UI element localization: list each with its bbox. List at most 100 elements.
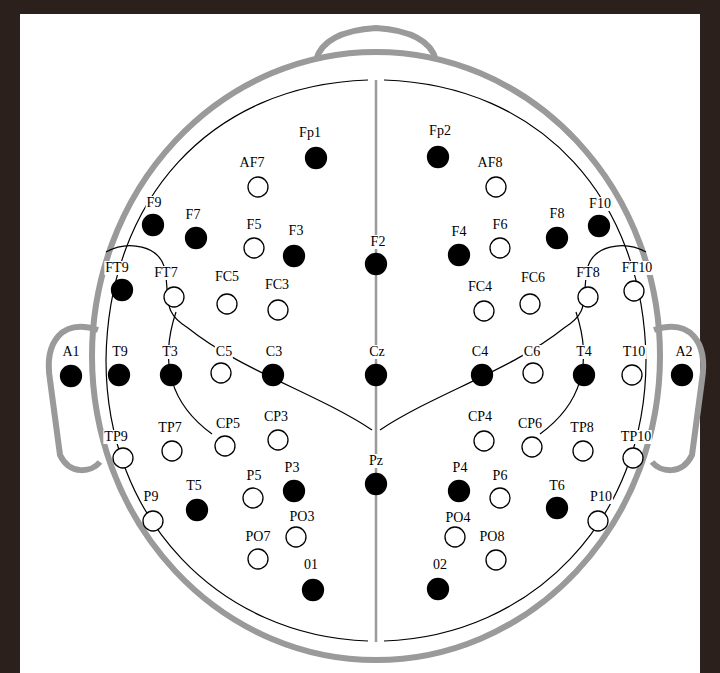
nose-outline: [316, 28, 436, 60]
electrode-label: FC4: [467, 280, 493, 294]
electrode-dot: [268, 300, 288, 320]
electrode-label: CP6: [517, 417, 543, 431]
electrode-dot: [366, 474, 387, 495]
electrode-label: F4: [451, 225, 468, 239]
electrode-dot: [268, 430, 288, 450]
electrode-label: CP5: [215, 417, 241, 431]
electrode-label: CP3: [263, 410, 289, 424]
electrode-label: Fp2: [428, 124, 452, 138]
electrode-label: TP8: [569, 421, 594, 435]
electrode-label: C5: [215, 345, 233, 359]
background-panel: [20, 14, 700, 673]
electrode-label: Pz: [368, 454, 384, 468]
electrode-label: T4: [575, 345, 593, 359]
electrode-dot: [243, 488, 263, 508]
ear-outline: [652, 327, 703, 470]
electrode-dot: [486, 550, 506, 570]
electrode-dot: [474, 301, 494, 321]
hemisphere: [380, 80, 646, 641]
electrode-dot: [161, 365, 182, 386]
electrode-dot: [490, 238, 510, 258]
electrode-label: P10: [589, 490, 613, 504]
electrode-dot: [490, 488, 510, 508]
electrode-label: F5: [246, 218, 263, 232]
electrode-dot: [211, 363, 231, 383]
electrode-dot: [449, 481, 470, 502]
electrode-label: A2: [674, 345, 693, 359]
electrode-label: AF7: [239, 156, 266, 170]
electrode-label: C3: [265, 345, 283, 359]
electrode-dot: [162, 441, 182, 461]
head-outline: [92, 52, 660, 660]
hemisphere: [106, 80, 372, 641]
electrode-label: P3: [284, 461, 301, 475]
electrode-dot: [428, 579, 449, 600]
electrode-label: PO8: [479, 530, 506, 544]
sulcus-line: [380, 246, 646, 430]
electrode-label: FT10: [621, 261, 653, 275]
electrode-dot: [574, 365, 595, 386]
electrode-dot: [366, 254, 387, 275]
electrode-label: AF8: [477, 156, 504, 170]
electrode-label: Fp1: [298, 126, 322, 140]
electrode-label: TP9: [103, 430, 128, 444]
electrode-dot: [623, 448, 643, 468]
electrode-label: F3: [288, 224, 305, 238]
electrode-dot: [474, 431, 494, 451]
electrode-dot: [143, 511, 163, 531]
electrode-dot: [588, 511, 608, 531]
electrode-label: A1: [61, 345, 80, 359]
ear-outline: [49, 327, 100, 470]
electrode-dot: [303, 580, 324, 601]
electrode-dot: [284, 481, 305, 502]
electrode-dot: [217, 294, 237, 314]
electrode-label: F2: [370, 235, 387, 249]
electrode-label: T5: [185, 479, 203, 493]
midline: [375, 80, 378, 642]
electrode-dot: [164, 287, 184, 307]
electrode-dot: [215, 436, 235, 456]
electrode-dot: [547, 228, 568, 249]
electrode-label: F7: [185, 208, 202, 222]
electrode-label: FC5: [214, 270, 240, 284]
electrode-label: 01: [303, 558, 319, 572]
electrode-dot: [547, 498, 568, 519]
electrode-dot: [186, 228, 207, 249]
electrode-label: PO3: [289, 510, 316, 524]
electrode-label: C4: [471, 345, 489, 359]
electrode-label: 02: [432, 558, 448, 572]
electrode-label: F8: [549, 207, 566, 221]
electrode-label: F10: [588, 197, 612, 211]
electrode-label: PO4: [445, 511, 472, 525]
electrode-dot: [286, 527, 306, 547]
electrode-dot: [61, 366, 82, 387]
electrode-dot: [109, 365, 130, 386]
electrode-dot: [284, 246, 305, 267]
electrode-dot: [589, 216, 610, 237]
electrode-dot: [187, 500, 208, 521]
electrode-label: P4: [452, 461, 469, 475]
electrode-label: P6: [492, 469, 509, 483]
electrode-label: CP4: [467, 410, 493, 424]
electrode-label: FT7: [153, 266, 178, 280]
electrode-label: T6: [548, 479, 566, 493]
electrode-dot: [520, 294, 540, 314]
electrode-label: FT9: [104, 261, 129, 275]
electrode-dot: [523, 363, 543, 383]
electrode-dot: [578, 287, 598, 307]
electrode-dot: [445, 527, 465, 547]
sulcus-line: [106, 246, 372, 430]
electrode-label: T9: [111, 345, 129, 359]
electrode-label: PO7: [245, 530, 272, 544]
electrode-dot: [428, 147, 449, 168]
electrode-label: TP10: [620, 430, 652, 444]
electrode-label: TP7: [157, 421, 182, 435]
electrode-dot: [143, 215, 164, 236]
electrode-label: FT8: [575, 266, 600, 280]
electrode-label: T3: [161, 345, 179, 359]
electrode-dot: [573, 441, 593, 461]
electrode-label: T10: [622, 345, 647, 359]
electrode-dot: [248, 177, 268, 197]
electrode-dot: [486, 177, 506, 197]
